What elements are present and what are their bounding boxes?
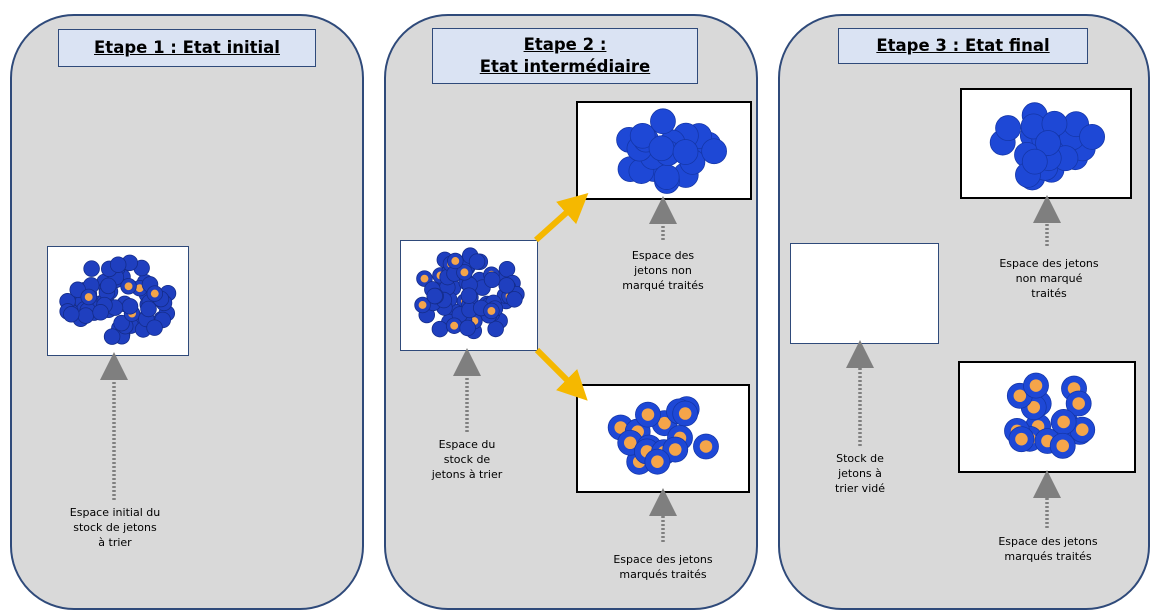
step-3-marked-image (958, 361, 1136, 473)
step-2-marked-caption: Espace des jetons marqués traités (613, 553, 713, 581)
token (103, 328, 121, 345)
token-mark (1057, 415, 1070, 429)
token (109, 256, 127, 273)
token (77, 307, 94, 324)
token-mark (1029, 379, 1043, 392)
step-3-empty-stock (790, 243, 939, 344)
token-mark (658, 416, 671, 430)
token (431, 320, 449, 338)
step-2-unmarked-caption: Espace des jetons non marqué traités (622, 249, 704, 292)
marked-tokens-image (1004, 372, 1096, 459)
token (506, 291, 523, 308)
token-mark (124, 282, 133, 291)
token (460, 287, 478, 304)
step-2-title-line2: Etat intermédiaire (479, 57, 651, 76)
token-mark (451, 257, 460, 265)
token-mark (1027, 400, 1041, 414)
marked-tokens-image (607, 396, 719, 475)
step-2-stock-caption: Espace du stock de jetons à trier (431, 438, 503, 481)
token (459, 319, 476, 337)
token (498, 260, 516, 278)
token-mark (614, 421, 627, 434)
blue-tokens-image (989, 102, 1105, 191)
token (468, 253, 486, 270)
token-mark (460, 268, 469, 277)
token (498, 277, 515, 294)
step-1-stock-image (47, 246, 189, 356)
token-mark (135, 284, 144, 293)
token (672, 139, 699, 165)
token (653, 164, 680, 190)
token (1079, 123, 1105, 150)
token-mark (1013, 389, 1027, 403)
token (83, 260, 100, 277)
token-mark (668, 443, 682, 456)
token-mark (1075, 423, 1089, 436)
token (483, 271, 501, 289)
token (426, 287, 443, 305)
token-mark (651, 455, 664, 468)
token-mark (450, 321, 459, 330)
step-3-marked-caption: Espace des jetons marqués traités (998, 535, 1098, 563)
token (140, 300, 157, 318)
token-mark (678, 407, 692, 420)
step-2-stock-image (400, 240, 538, 351)
token (1035, 130, 1061, 156)
token (648, 135, 675, 162)
token-mark (487, 307, 496, 315)
token (92, 304, 109, 321)
step-1-title-text: Etape 1 : Etat initial (94, 38, 280, 57)
token (995, 115, 1022, 142)
token (650, 108, 676, 135)
token (63, 306, 80, 323)
step-3-title: Etape 3 : Etat final (838, 28, 1088, 64)
step-2-marked-image (576, 384, 750, 493)
token (100, 277, 117, 295)
token-mark (150, 289, 159, 298)
step-1-stock-caption: Espace initial du stock de jetons à trie… (69, 506, 161, 549)
token-mark (420, 274, 429, 283)
step-3-stock-caption: Stock de jetons à trier vidé (835, 452, 885, 495)
step-2-title-line1: Etape 2 : (523, 35, 607, 54)
token-mark (699, 440, 713, 453)
token-mark (1072, 397, 1085, 410)
step-2-title: Etape 2 : Etat intermédiaire (432, 28, 698, 84)
token (121, 298, 139, 315)
token (146, 319, 163, 336)
token-mark (641, 408, 655, 421)
token (487, 320, 504, 338)
token-mark (1015, 432, 1028, 446)
token (629, 122, 656, 149)
token (113, 314, 130, 332)
token-mark (84, 293, 93, 301)
token (1021, 148, 1048, 175)
mixed-tokens-image (414, 247, 525, 340)
step-1-title: Etape 1 : Etat initial (58, 29, 316, 67)
token (701, 138, 727, 165)
token-mark (418, 301, 427, 309)
token-mark (1056, 439, 1069, 453)
blue-tokens-image (616, 108, 727, 194)
step-3-unmarked-caption: Espace des jetons non marqué traités (999, 257, 1099, 300)
step-3-title-text: Etape 3 : Etat final (876, 36, 1050, 55)
step-2-unmarked-image (576, 101, 752, 200)
token-mark (623, 436, 637, 450)
mixed-tokens-image (59, 254, 177, 345)
step-3-unmarked-image (960, 88, 1132, 199)
